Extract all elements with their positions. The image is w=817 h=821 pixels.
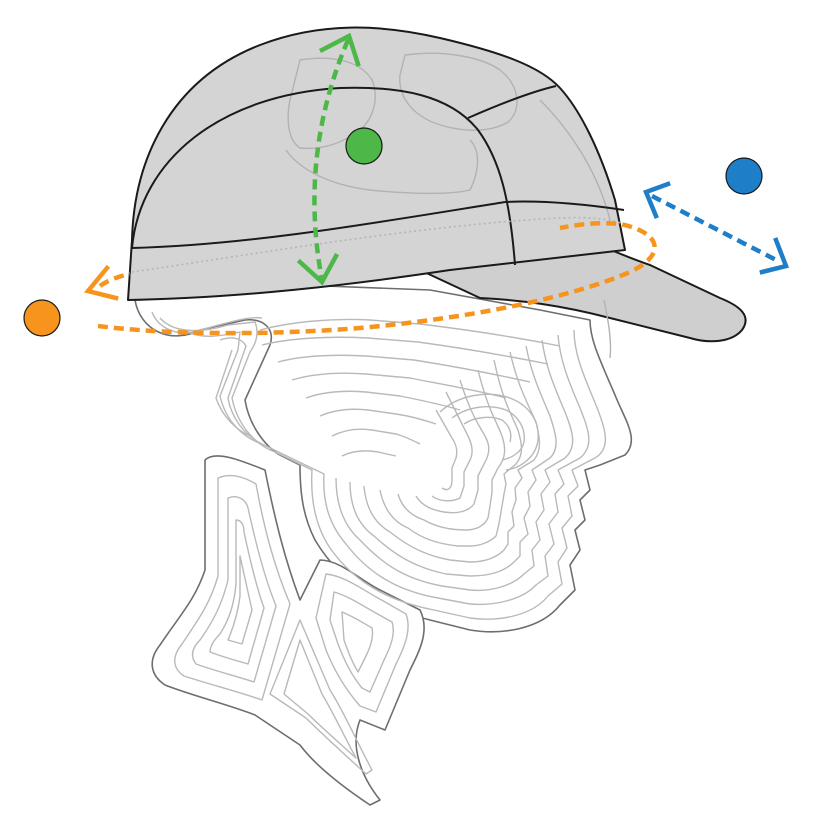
contour-neck-6 <box>329 591 394 693</box>
neck-outline <box>151 455 425 806</box>
cap-inner-contour-5 <box>603 299 612 359</box>
cap-panel-seam-band-front <box>504 200 625 211</box>
circumference-arrow-line <box>97 220 657 336</box>
contour-neck-2 <box>191 496 277 683</box>
contour-6 <box>379 359 523 547</box>
contour-7 <box>397 369 506 531</box>
circumference-measurement <box>23 220 657 337</box>
cap-illustration <box>127 26 747 359</box>
contour-ear-1 <box>439 393 539 471</box>
contour-neck-9 <box>283 639 357 759</box>
height-marker-dot <box>345 127 383 165</box>
contour-neck-1 <box>174 474 291 701</box>
contour-top-1 <box>259 318 561 347</box>
height-measurement: vertical-double-arrow-icon <box>296 32 383 286</box>
circumference-arrow-line-back <box>98 271 131 288</box>
cap-inner-contour-3 <box>285 139 479 195</box>
contour-2 <box>184 329 590 606</box>
cap-inner-contour-4 <box>539 99 611 221</box>
brim-marker-dot <box>725 157 763 195</box>
contour-4 <box>349 345 557 577</box>
contour-top-7 <box>331 428 421 445</box>
contour-neck-5 <box>315 573 409 713</box>
contour-top-2 <box>261 336 549 365</box>
brim-arrow-head-left <box>643 181 671 219</box>
contour-top-8 <box>341 450 397 457</box>
contour-back-2 <box>219 337 263 445</box>
brim-arrow-head-right <box>759 237 790 275</box>
cap-panel-seam-arc <box>131 86 516 266</box>
cap-panel-seam-side <box>467 85 557 119</box>
head-contour-lines <box>151 311 607 775</box>
contour-1 <box>159 317 607 620</box>
height-arrow-head-top <box>318 32 361 67</box>
contour-back-3 <box>215 349 251 437</box>
contour-top-3 <box>277 354 531 383</box>
contour-neck-8 <box>269 619 373 775</box>
contour-top-5 <box>305 390 461 411</box>
brim-arrow-line <box>650 194 782 264</box>
contour-top-6 <box>319 408 437 425</box>
contour-neck-4 <box>227 555 253 645</box>
circumference-arrow-head <box>83 264 119 301</box>
cap-crown <box>127 26 626 301</box>
cap-hidden-band-edge <box>131 216 631 273</box>
head-illustration <box>134 284 633 806</box>
contour-9 <box>431 391 473 502</box>
contour-neck-7 <box>341 611 374 673</box>
contour-3 <box>335 339 574 592</box>
contour-8 <box>415 379 490 514</box>
height-arrow-head-bottom <box>296 252 340 286</box>
contour-10 <box>435 409 458 491</box>
contour-back-1 <box>151 311 263 334</box>
circumference-marker-dot <box>23 299 61 337</box>
cap-inner-contour-2 <box>399 52 518 131</box>
contour-ear-2 <box>451 406 525 461</box>
brim-measurement <box>643 157 790 275</box>
contour-top-4 <box>291 372 507 399</box>
contour-ear-3 <box>463 416 512 443</box>
contour-neck-3 <box>209 519 265 665</box>
height-arrow-line <box>312 39 351 281</box>
